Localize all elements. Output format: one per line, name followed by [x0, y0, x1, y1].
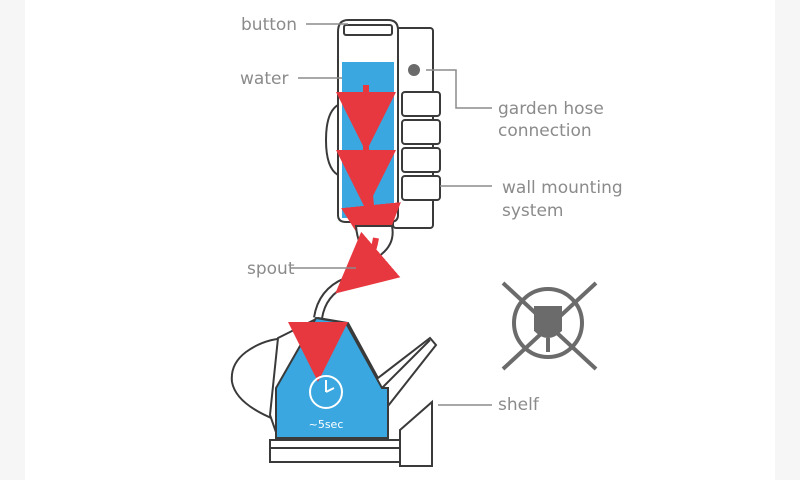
garden-hose-port-icon	[408, 64, 420, 76]
shelf	[269, 399, 433, 467]
wall-mounting-system	[392, 27, 441, 229]
clock-icon	[309, 375, 343, 409]
label-shelf: shelf	[498, 395, 540, 415]
label-wall-mount-line1: wall mounting	[502, 178, 623, 198]
timer-label: ~5sec	[309, 418, 344, 431]
button[interactable]	[343, 24, 393, 36]
label-wall-mount-line2: system	[502, 201, 563, 221]
left-margin	[0, 0, 25, 480]
right-margin	[775, 0, 800, 480]
no-power-plug-icon	[501, 281, 598, 371]
label-garden-hose-line2: connection	[498, 121, 592, 141]
water-tank-body	[324, 19, 399, 223]
label-garden-hose-line1: garden hose	[498, 99, 604, 119]
leader-lines	[290, 23, 492, 406]
spout	[313, 225, 401, 319]
label-water: water	[240, 69, 288, 89]
label-button: button	[241, 15, 297, 35]
label-spout: spout	[247, 259, 295, 279]
